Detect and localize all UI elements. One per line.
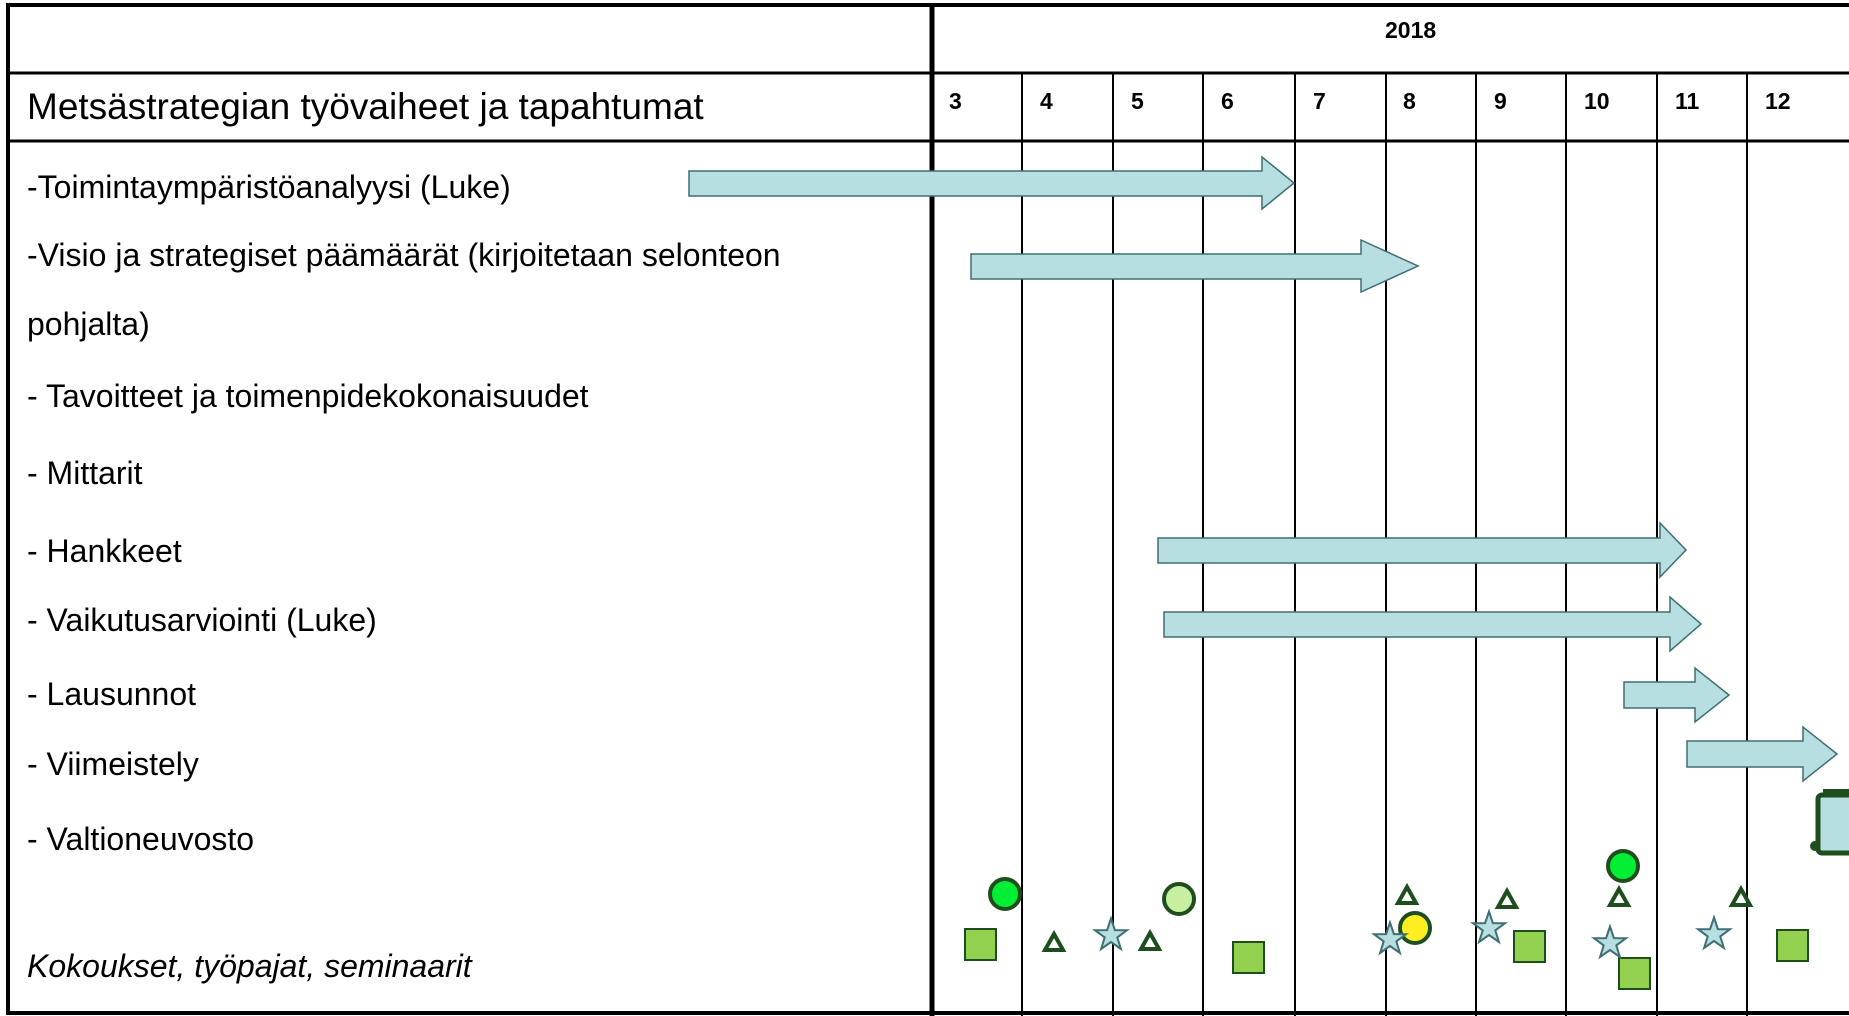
outer-frame xyxy=(6,3,1849,1015)
seminar-circle xyxy=(1162,882,1196,916)
row-label-vaikutusarviointi: - Vaikutusarviointi (Luke) xyxy=(27,602,377,638)
month-label-7: 7 xyxy=(1313,88,1326,114)
month-label-5: 5 xyxy=(1131,88,1144,114)
arrow-viimeistely xyxy=(1686,725,1839,783)
meeting-square xyxy=(964,928,997,961)
arrow-vaikutusarviointi xyxy=(1163,595,1703,653)
meeting-square xyxy=(1776,929,1809,962)
workshop-triangle xyxy=(1394,882,1420,905)
row-label-kokoukset: Kokoukset, työpajat, seminaarit xyxy=(27,948,472,984)
arrow-toimintaymparistoanalyysi xyxy=(688,155,1296,211)
month-label-8: 8 xyxy=(1403,88,1416,114)
column-title: Metsästrategian työvaiheet ja tapahtumat xyxy=(27,86,704,127)
seminar-circle xyxy=(988,877,1022,911)
meeting-square xyxy=(1232,941,1265,974)
workshop-triangle xyxy=(1728,884,1754,907)
seminar-circle xyxy=(1606,849,1640,883)
row-label-visio: -Visio ja strategiset päämäärät (kirjoit… xyxy=(27,237,781,273)
event-star xyxy=(1092,915,1130,952)
event-star xyxy=(1695,914,1733,951)
meeting-square xyxy=(1513,930,1546,963)
workshop-triangle xyxy=(1494,886,1520,909)
row-label-viimeistely: - Viimeistely xyxy=(27,746,199,782)
workshop-triangle xyxy=(1041,929,1067,952)
row-label-mittarit: - Mittarit xyxy=(27,455,143,491)
seminar-circle xyxy=(1398,911,1432,945)
row-label-tavoitteet: - Tavoitteet ja toimenpidekokonaisuudet xyxy=(27,378,589,414)
month-label-10: 10 xyxy=(1584,88,1610,114)
event-star xyxy=(1470,908,1508,945)
month-label-9: 9 xyxy=(1494,88,1507,114)
month-label-11: 11 xyxy=(1675,88,1700,114)
workshop-triangle xyxy=(1606,884,1632,907)
meeting-square xyxy=(1618,957,1651,990)
month-label-6: 6 xyxy=(1221,88,1234,114)
year-label: 2018 xyxy=(1385,17,1437,43)
row-label-toimintaymparistoanalyysi: -Toimintaympäristöanalyysi (Luke) xyxy=(27,169,511,205)
row-label-hankkeet: - Hankkeet xyxy=(27,533,182,569)
workshop-triangle xyxy=(1137,928,1163,951)
arrow-hankkeet xyxy=(1157,521,1688,579)
arrow-visio xyxy=(970,238,1420,294)
month-label-4: 4 xyxy=(1040,88,1053,114)
arrow-lausunnot xyxy=(1623,666,1731,724)
row-label-valtioneuvosto: - Valtioneuvosto xyxy=(27,821,255,857)
month-label-3: 3 xyxy=(949,88,962,114)
event-star xyxy=(1591,923,1629,960)
row-label-lausunnot: - Lausunnot xyxy=(27,676,197,712)
row-label-visio-continued: pohjalta) xyxy=(27,306,150,342)
month-label-12: 12 xyxy=(1765,88,1791,114)
valtioneuvosto-marker xyxy=(1810,789,1849,856)
event-star xyxy=(1371,919,1409,956)
